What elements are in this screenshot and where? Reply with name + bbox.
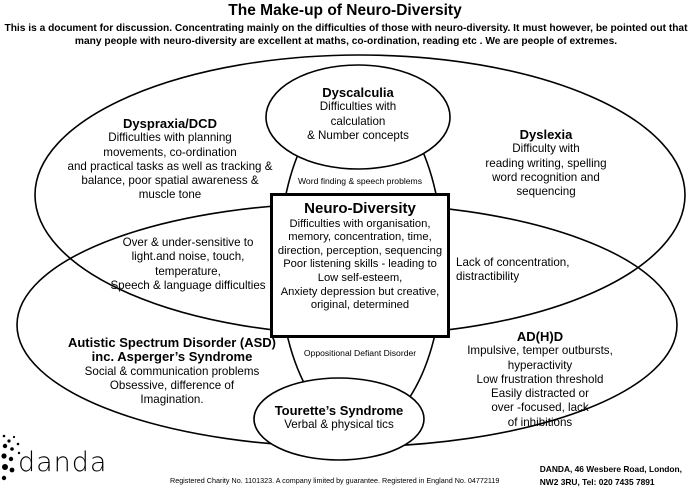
odd-label: Oppositional Defiant Disorder [303, 348, 417, 358]
sensory-line: temperature, [155, 264, 221, 278]
adhd-line: Low frustration threshold [476, 372, 604, 386]
address-line: NW2 3RU, Tel: 020 7435 7891 [539, 477, 655, 487]
adhd-line: over -focused, lack [491, 401, 589, 415]
adhd-line: Easily distracted or [491, 387, 589, 401]
asd-line: Imagination. [140, 393, 204, 407]
neuro-diversity-heading: Neuro-Diversity [304, 200, 416, 217]
dyscalculia-line: Difficulties with [319, 100, 397, 114]
dyslexia-block: Dyslexia Difficulty with reading writing… [456, 127, 636, 199]
dyslexia-line: word recognition and [492, 170, 600, 184]
tourette-ellipse [253, 377, 425, 461]
center-line: Difficulties with organisation, [289, 217, 431, 230]
dyspraxia-line: balance, poor spatial awareness & [81, 174, 259, 188]
dyscalculia-ellipse [265, 64, 451, 170]
asd-line: Obsessive, difference of [109, 378, 235, 392]
neuro-diversity-box: Neuro-Diversity Difficulties with organi… [270, 193, 450, 338]
asd-block: Autistic Spectrum Disorder (ASD) inc. As… [52, 335, 292, 407]
center-line: Poor listening skills - leading to [283, 258, 437, 271]
sensory-line: light.and noise, touch, [131, 250, 245, 264]
sensory-block: Over & under-sensitive to light.and nois… [108, 236, 268, 293]
adhd-line: Impulsive, temper outbursts, [467, 344, 613, 358]
dyspraxia-line: muscle tone [138, 188, 202, 202]
adhd-block: AD(H)D Impulsive, temper outbursts, hype… [460, 329, 620, 430]
tourette-heading: Tourette’s Syndrome [274, 403, 404, 418]
dyspraxia-heading: Dyspraxia/DCD [123, 116, 217, 131]
dyspraxia-block: Dyspraxia/DCD Difficulties with planning… [60, 116, 280, 203]
dyslexia-line: sequencing [516, 185, 576, 199]
adhd-heading: AD(H)D [516, 329, 564, 344]
center-line: Anxiety depression but creative, [280, 285, 440, 298]
dyslexia-heading: Dyslexia [519, 127, 573, 142]
dyscalculia-line: calculation [330, 114, 386, 128]
tourette-block: Tourette’s Syndrome Verbal & physical ti… [264, 403, 414, 433]
sensory-line: Over & under-sensitive to [122, 236, 254, 249]
dyslexia-line: reading writing, spelling [485, 156, 607, 170]
dyspraxia-line: movements, co-ordination [103, 145, 237, 159]
sensory-line: Speech & language difficulties [110, 278, 266, 292]
page-title: The Make-up of Neuro-Diversity [228, 2, 462, 19]
address-block: DANDA, 46 Wesbere Road, London, NW2 3RU,… [540, 463, 682, 489]
asd-heading: inc. Asperger’s Syndrome [91, 349, 253, 365]
dyspraxia-line: and practical tasks as well as tracking … [67, 159, 273, 173]
concentration-line: Lack of concentration, [456, 256, 570, 269]
address-line: DANDA, 46 Wesbere Road, London, [539, 464, 682, 474]
adhd-line: of inhibitions [507, 415, 573, 429]
dyscalculia-line: & Number concepts [307, 128, 409, 142]
adhd-line: hyperactivity [507, 358, 573, 372]
asd-heading: Autistic Spectrum Disorder (ASD) [67, 335, 277, 350]
center-line: direction, perception, sequencing [277, 244, 443, 257]
tourette-line: Verbal & physical tics [284, 418, 394, 432]
dyscalculia-heading: Dyscalculia [322, 85, 394, 100]
danda-logo-dots [1, 434, 21, 481]
dyslexia-line: Difficulty with [512, 142, 580, 156]
center-line: Low self-esteem, [317, 271, 403, 284]
concentration-block: Lack of concentration, distractibility [456, 256, 606, 285]
charity-footer: Registered Charity No. 1101323. A compan… [170, 476, 500, 485]
danda-logo: danda [18, 447, 108, 478]
dyspraxia-line: Difficulties with planning [108, 131, 232, 145]
center-line: original, determined [310, 299, 410, 312]
asd-line: Social & communication problems [84, 364, 260, 378]
center-line: memory, concentration, time, [288, 231, 432, 244]
word-finding-label: Word finding & speech problems [297, 176, 423, 186]
intro-text: This is a document for discussion. Conce… [4, 23, 688, 47]
concentration-line: distractibility [456, 270, 520, 284]
dyscalculia-block: Dyscalculia Difficulties with calculatio… [278, 85, 438, 143]
